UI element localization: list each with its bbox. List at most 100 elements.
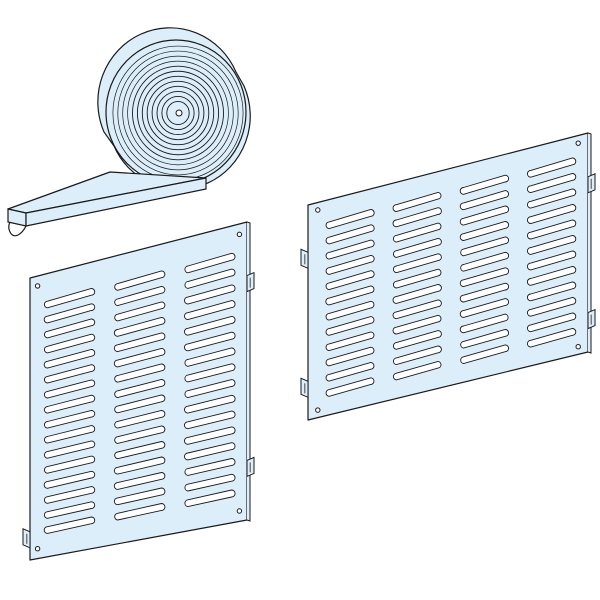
backing-liner bbox=[8, 221, 27, 237]
roll-core bbox=[175, 109, 183, 117]
louvre-slot bbox=[113, 347, 166, 368]
roll-winding bbox=[136, 70, 220, 156]
mounting-hole bbox=[236, 231, 243, 238]
louvre-slot bbox=[527, 250, 577, 271]
louvre-slot bbox=[393, 268, 442, 289]
louvre-slot bbox=[44, 440, 96, 459]
louvre-slot bbox=[113, 456, 166, 475]
louvre-slot bbox=[325, 346, 375, 367]
louvre-slot bbox=[527, 188, 577, 209]
roll-winding bbox=[156, 90, 200, 136]
louvre-slot bbox=[325, 300, 375, 321]
mounting-hole bbox=[315, 207, 321, 213]
ventilated-panel-left bbox=[22, 221, 255, 561]
roll-winding bbox=[117, 50, 239, 176]
louvre-slot bbox=[114, 410, 166, 429]
louvre-slot bbox=[184, 363, 236, 383]
louvre-slot bbox=[325, 239, 375, 260]
louvre-slot bbox=[325, 331, 375, 352]
louvre-slot bbox=[527, 297, 577, 317]
roll-winding bbox=[166, 101, 190, 125]
louvre-slot bbox=[114, 503, 166, 521]
louvre-slot bbox=[184, 268, 236, 289]
louvre-slot bbox=[325, 224, 375, 245]
louvre-slot bbox=[44, 425, 96, 444]
louvre-slot bbox=[184, 379, 236, 398]
louvre-slot bbox=[44, 318, 96, 339]
roll-winding bbox=[161, 95, 195, 131]
louvre-slot bbox=[113, 332, 166, 353]
louvre-slot bbox=[44, 394, 96, 414]
louvre-slot bbox=[114, 301, 166, 322]
louvre-slot bbox=[184, 473, 236, 492]
louvre-slot bbox=[44, 364, 96, 384]
louvre-slot bbox=[43, 303, 96, 324]
louvre-slot bbox=[114, 379, 166, 398]
louvre-slot bbox=[460, 251, 509, 272]
louvre-slot bbox=[527, 219, 577, 240]
louvre-slot bbox=[184, 347, 236, 367]
louvre-slot bbox=[113, 316, 166, 337]
roll-winding bbox=[146, 80, 210, 146]
louvre-slot bbox=[114, 270, 166, 291]
louvre-slot bbox=[325, 254, 375, 275]
louvre-slot bbox=[44, 486, 96, 504]
mounting-hole bbox=[575, 344, 581, 350]
louvre-slot bbox=[184, 426, 236, 445]
louvre-slot bbox=[459, 282, 509, 303]
louvre-slot bbox=[459, 267, 509, 288]
roll-winding bbox=[141, 75, 215, 151]
louvre-slot bbox=[459, 298, 509, 318]
louvre-slot bbox=[114, 285, 166, 307]
louvre-slot bbox=[392, 299, 442, 320]
panel-edge bbox=[246, 221, 251, 522]
louvre-slot bbox=[325, 377, 375, 397]
louvre-slot bbox=[184, 315, 236, 336]
louvre-slot bbox=[44, 379, 96, 399]
louvre-slot bbox=[184, 331, 236, 352]
louvre-slot bbox=[44, 288, 96, 309]
louvre-slot bbox=[113, 472, 166, 490]
louvre-slot bbox=[527, 157, 577, 178]
louvre-slot bbox=[43, 516, 96, 534]
louvre-slot bbox=[527, 281, 577, 302]
louvre-slot bbox=[184, 410, 236, 430]
seal-tape-roll bbox=[7, 27, 251, 237]
louvre-slot bbox=[44, 333, 96, 354]
louvre-slot bbox=[527, 235, 577, 255]
roll-winding bbox=[122, 55, 234, 171]
mounting-hole bbox=[34, 283, 41, 289]
louvre-slot bbox=[325, 270, 375, 291]
louvre-slot bbox=[44, 455, 96, 474]
louvre-slot bbox=[325, 209, 375, 230]
louvre-slot bbox=[527, 173, 577, 194]
louvre-slot bbox=[393, 330, 442, 350]
louvre-slot bbox=[114, 425, 166, 444]
louvre-slot bbox=[459, 313, 509, 334]
louvre-slot bbox=[184, 284, 236, 305]
louvre-slot bbox=[459, 221, 509, 241]
roll-winding bbox=[127, 60, 229, 166]
louvre-slot bbox=[114, 441, 166, 460]
louvre-slot bbox=[43, 470, 96, 489]
louvre-slot bbox=[184, 442, 236, 461]
louvre-slot bbox=[393, 345, 442, 366]
louvre-slot bbox=[113, 487, 166, 506]
ventilated-panel-right bbox=[300, 132, 596, 421]
louvre-slot bbox=[527, 266, 577, 286]
louvre-slot bbox=[459, 174, 509, 195]
mounting-hole bbox=[34, 546, 41, 552]
louvre-slot bbox=[184, 394, 236, 414]
louvre-slot bbox=[527, 204, 577, 224]
louvre-slot bbox=[393, 253, 442, 274]
louvre-slot bbox=[392, 191, 442, 212]
louvre-slot bbox=[325, 285, 375, 306]
louvre-slot bbox=[325, 316, 375, 336]
louvre-slot bbox=[393, 237, 442, 258]
mounting-hole bbox=[575, 140, 581, 146]
louvre-slot bbox=[114, 363, 166, 383]
louvre-slot bbox=[392, 284, 442, 304]
louvre-slot bbox=[460, 344, 509, 364]
